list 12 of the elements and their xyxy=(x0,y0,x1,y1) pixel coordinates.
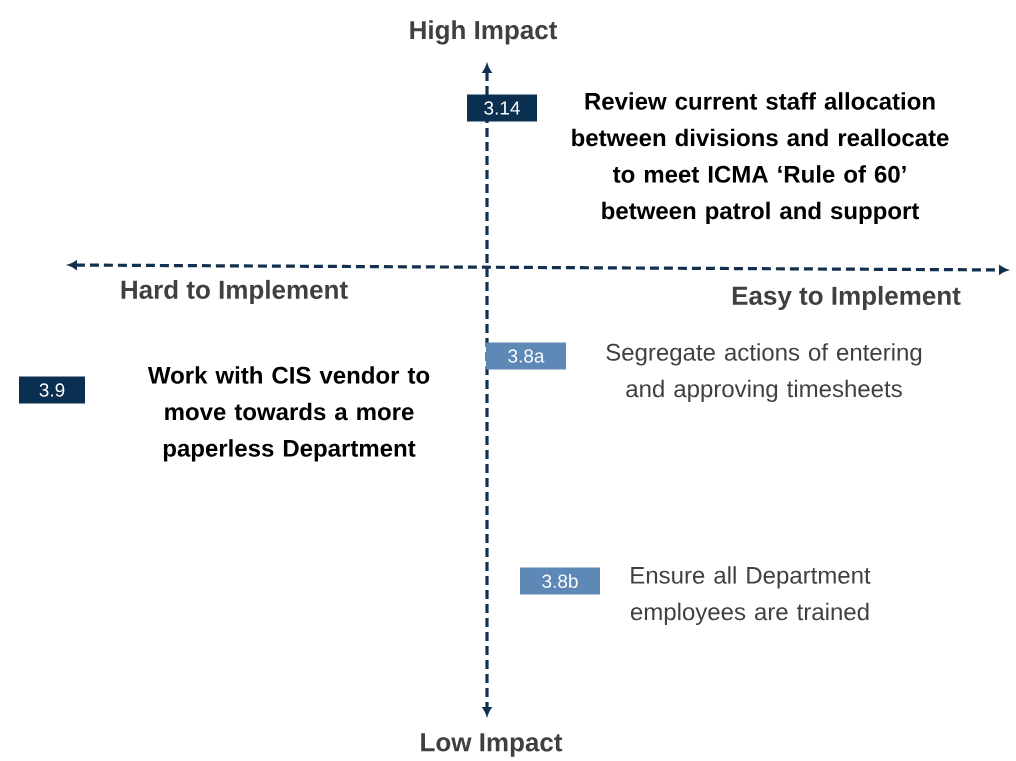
axis-label: Easy to Implement xyxy=(732,285,961,311)
number-badge: 3.8a xyxy=(486,342,566,370)
action-text: Ensure all Department employees are trained xyxy=(630,566,871,626)
action-text: Segregate actions of entering and approving timesheets xyxy=(606,343,922,403)
axis-label: Hard to Implement xyxy=(121,279,348,305)
number-badge: 3.14 xyxy=(467,94,537,122)
axis-label: Low Impact xyxy=(421,733,563,757)
action-text: Review current staff allocation between divisions and reallocate to meet ICMA ‘Rule of 60’ between patrol and support xyxy=(572,92,949,225)
axis-label: High Impact xyxy=(410,20,558,45)
number-badge: 3.8b xyxy=(520,567,600,595)
action-text: Work with CIS vendor to move towards a more paperless Department xyxy=(147,366,430,462)
number-badge: 3.9 xyxy=(19,376,85,404)
